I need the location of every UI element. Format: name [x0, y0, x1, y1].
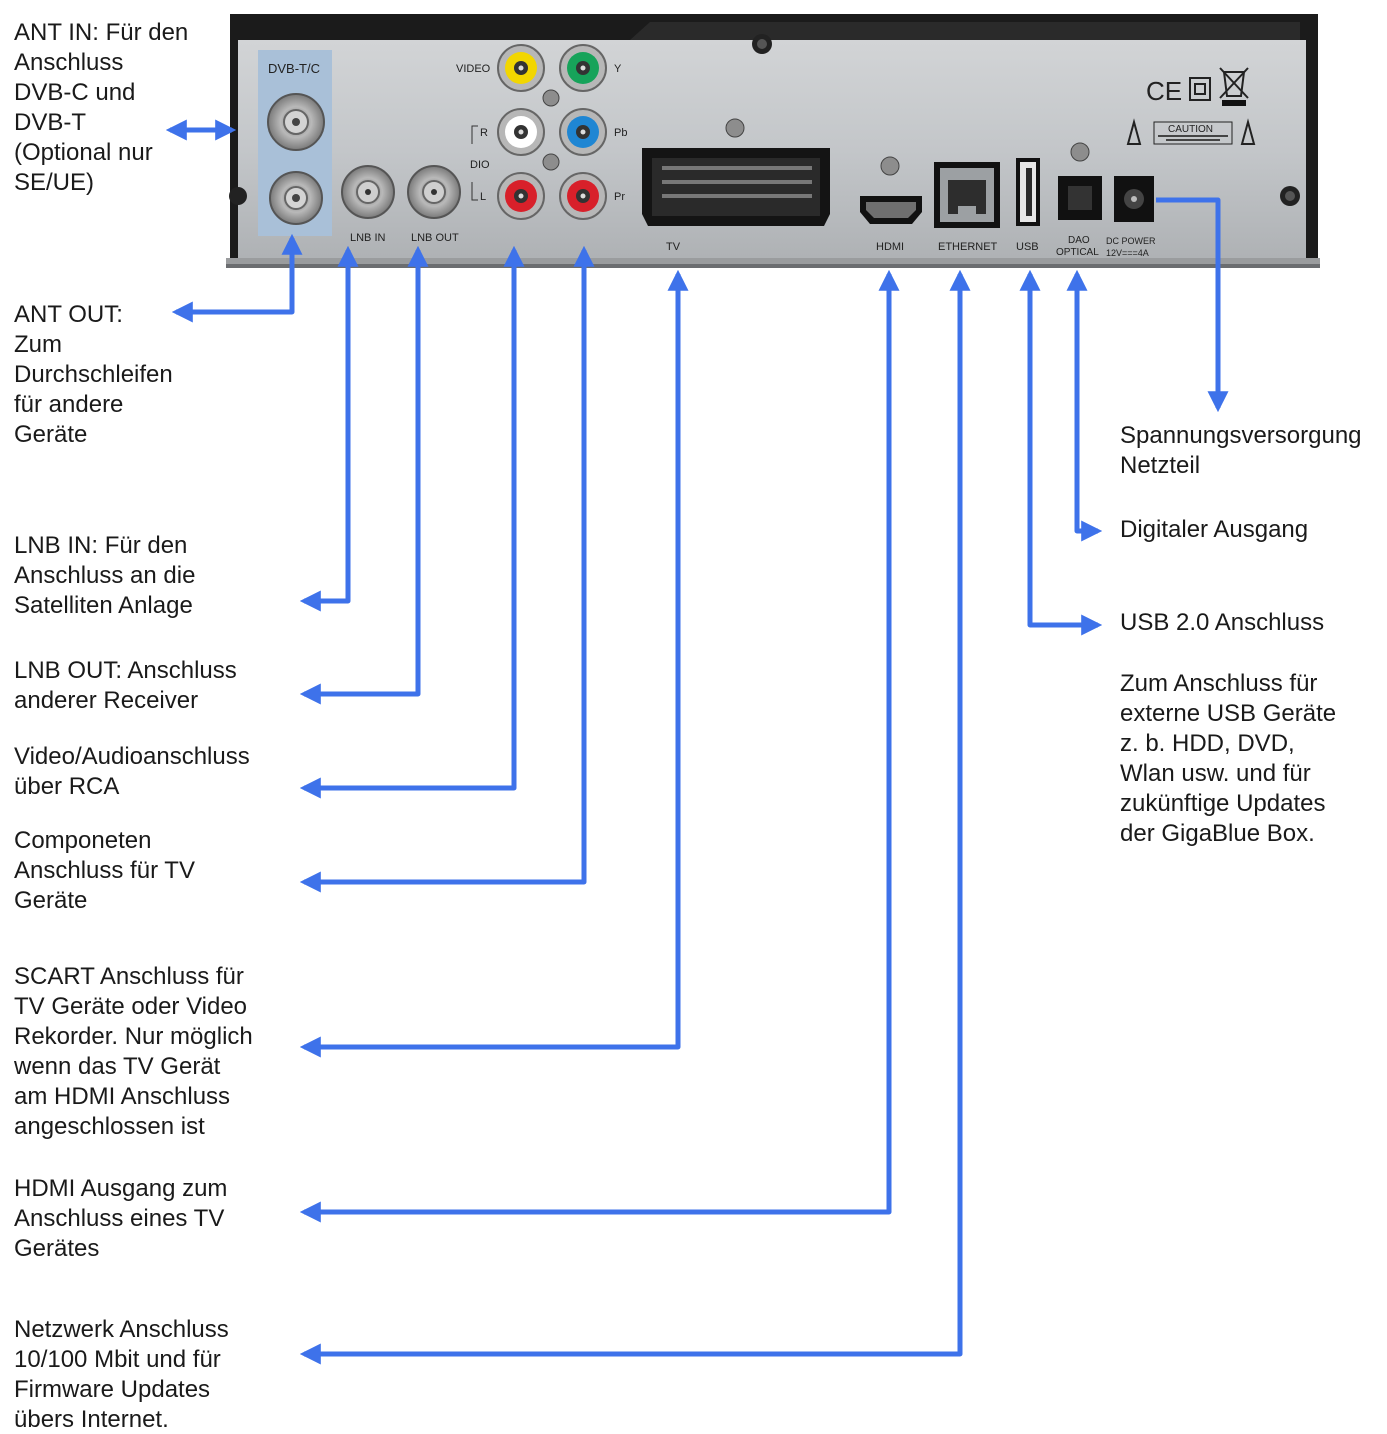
usb-connector: USB	[1016, 158, 1040, 253]
caution-warning-icon: CAUTION	[1126, 118, 1256, 145]
label-hdmi: HDMI Ausgang zum Anschluss eines TV Gerä…	[14, 1175, 228, 1262]
ethernet-connector: ETHERNET	[934, 162, 1000, 253]
label-lnb-out: LNB OUT: Anschluss anderer Receiver	[14, 657, 237, 714]
label-video-audio: Video/Audioanschluss über RCA	[14, 743, 250, 800]
label-power: Spannungsversorgung Netzteil	[1120, 422, 1362, 479]
rca-connectors: VIDEO Y R DIO L Pb Pr	[456, 44, 627, 220]
label-ant-in: ANT IN: Für den Anschluss DVB-C und DVB-…	[14, 19, 189, 196]
rca-audio-left-red	[497, 172, 545, 220]
label-network: Netzwerk Anschluss 10/100 Mbit und für F…	[14, 1316, 229, 1433]
arrow-usb	[1019, 269, 1103, 636]
double-insulation-icon	[1189, 77, 1211, 101]
chassis	[226, 14, 1320, 268]
label-ant-out: ANT OUT: Zum Durchschleifen für andere G…	[14, 301, 173, 448]
dio-port-label: DIO	[470, 159, 490, 171]
label-usb: USB 2.0 Anschluss	[1120, 609, 1325, 636]
receiver-back-panel: DVB-T/C LNB IN LNB OUT VIDEO Y R DIO	[226, 14, 1320, 268]
usb-port-label: USB	[1016, 241, 1039, 253]
hdmi-connector: HDMI	[860, 156, 922, 253]
label-lnb-in: LNB IN: Für den Anschluss an die Satelli…	[14, 532, 196, 619]
arrow-lnb-in	[299, 245, 359, 612]
arrow-network	[299, 269, 971, 1365]
weee-bin-icon	[1219, 67, 1249, 106]
dao-port-label: DAO	[1068, 235, 1090, 246]
arrow-hdmi	[299, 269, 900, 1223]
r-port-label: R	[480, 127, 488, 139]
label-digital: Digitaler Ausgang	[1120, 516, 1309, 543]
ce-mark: CE	[1146, 76, 1182, 106]
caution-label: CAUTION	[1168, 124, 1213, 135]
lnb-in-connector: LNB IN	[341, 165, 395, 244]
pb-port-label: Pb	[614, 127, 627, 139]
lnb-out-port-label: LNB OUT	[411, 232, 459, 244]
arrow-lnb-out	[299, 245, 429, 705]
optical-port-label: OPTICAL	[1056, 247, 1099, 258]
dc-rating-label: 12V===4A	[1106, 248, 1149, 258]
arrow-component	[299, 245, 595, 893]
rca-pb-blue	[559, 108, 607, 156]
tv-port-label: TV	[666, 241, 681, 253]
y-port-label: Y	[614, 63, 622, 75]
ethernet-port-label: ETHERNET	[938, 241, 998, 253]
video-port-label: VIDEO	[456, 63, 491, 75]
lnb-out-connector: LNB OUT	[407, 165, 461, 244]
l-port-label: L	[480, 191, 486, 203]
hdmi-port-label: HDMI	[876, 241, 904, 253]
lnb-in-port-label: LNB IN	[350, 232, 386, 244]
scart-connector: TV	[642, 118, 830, 253]
chassis-screw	[229, 34, 1300, 206]
label-component: Componeten Anschluss für TV Geräte	[14, 827, 195, 914]
optical-connector: DAO OPTICAL	[1056, 142, 1102, 258]
label-scart: SCART Anschluss für TV Geräte oder Video…	[14, 963, 253, 1140]
rca-pr-red	[559, 172, 607, 220]
rca-video-yellow	[497, 44, 545, 92]
pr-port-label: Pr	[614, 191, 625, 203]
dc-power-port-label: DC POWER	[1106, 236, 1156, 246]
rca-audio-right-white	[497, 108, 545, 156]
arrow-digital	[1066, 269, 1103, 542]
arrow-video-audio	[299, 245, 525, 799]
certification-marks: CE CAUTION	[1126, 67, 1256, 145]
arrow-scart	[299, 269, 689, 1058]
rca-y-green	[559, 44, 607, 92]
dvb-label: DVB-T/C	[268, 61, 320, 76]
label-usb-description: Zum Anschluss für externe USB Geräte z. …	[1120, 670, 1337, 847]
dvb-tc-module: DVB-T/C	[258, 50, 332, 236]
dc-power-connector: DC POWER 12V===4A	[1106, 176, 1156, 258]
